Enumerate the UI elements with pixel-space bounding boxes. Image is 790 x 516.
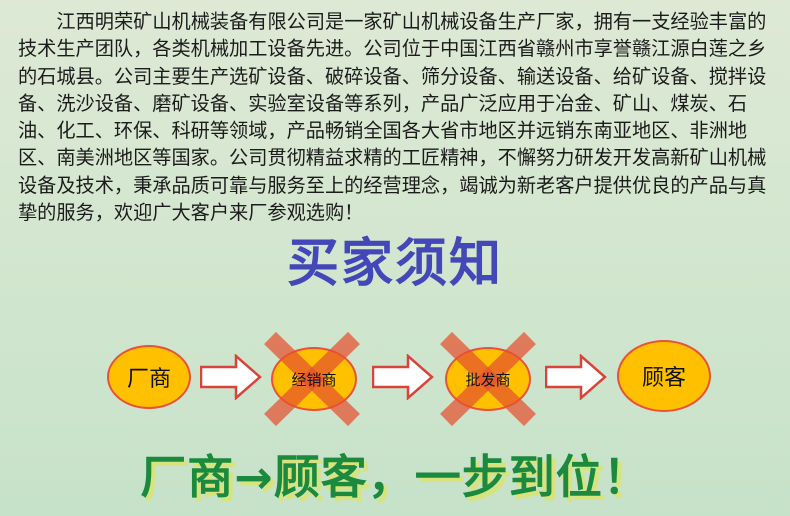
flow-node-label: 经销商 xyxy=(291,370,337,389)
flow-node-label: 厂商 xyxy=(126,367,171,392)
flow-node-customer: 顾客 xyxy=(617,340,711,412)
buyer-notice-title: 买家须知 xyxy=(286,234,503,294)
flow-node-manufacturer: 厂商 xyxy=(107,345,191,409)
flow-node-label: 批发商 xyxy=(465,370,511,389)
right-arrow-icon xyxy=(200,354,262,400)
right-arrow-icon xyxy=(545,354,607,400)
right-arrow-icon xyxy=(372,354,434,400)
flow-node-distributor: 经销商 xyxy=(271,347,357,411)
flow-node-wholesaler: 批发商 xyxy=(445,347,531,411)
company-intro-paragraph: 江西明荣矿山机械装备有限公司是一家矿山机械设备生产厂家，拥有一支经验丰富的技术生… xyxy=(18,10,767,225)
flow-node-label: 顾客 xyxy=(641,366,686,391)
slogan-text: 厂商→顾客，一步到位！ xyxy=(140,450,650,504)
